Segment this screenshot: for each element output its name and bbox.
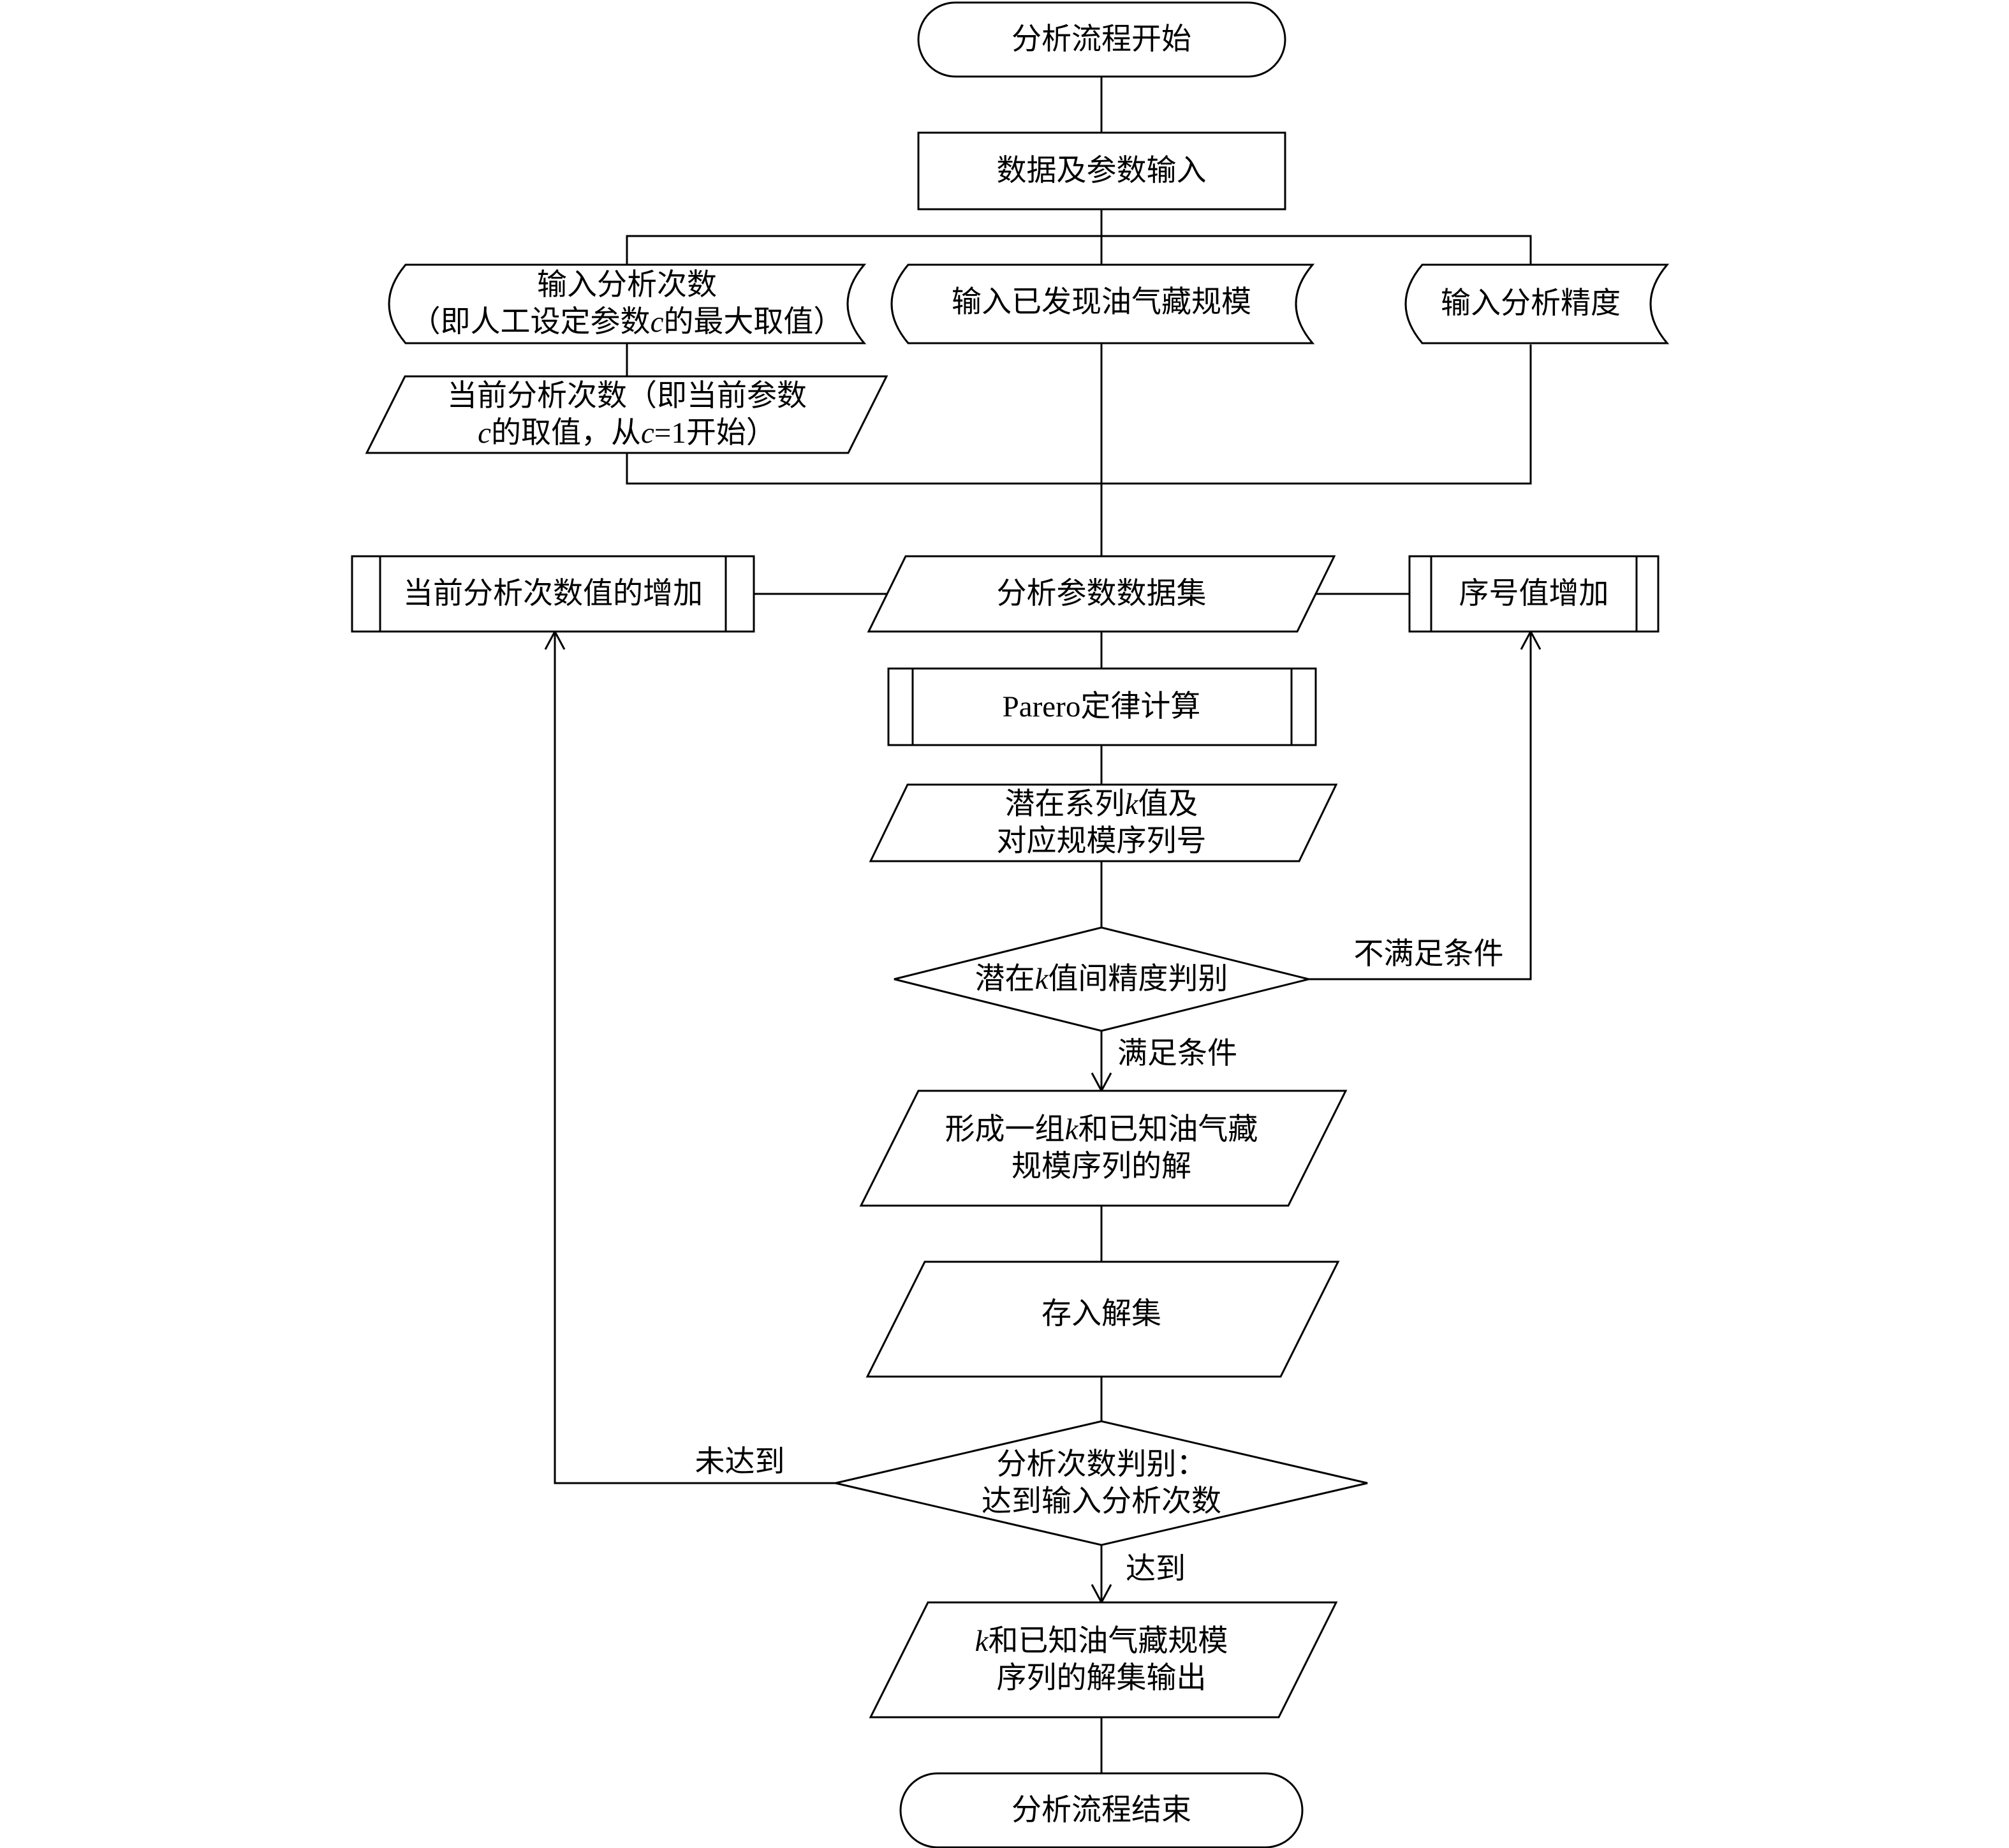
node-label-input_precision: 输入分析精度 — [1441, 287, 1621, 320]
input-count-stored-data — [388, 263, 867, 344]
node-label-start: 分析流程开始 — [1012, 23, 1191, 56]
node-label-potential_k-line-1: 潜在系列k值及 — [1005, 788, 1198, 821]
node-label-pareto_calc: Parero定律计算 — [1003, 690, 1201, 723]
node-label-increase_count: 当前分析次数值的增加 — [403, 577, 703, 610]
store-solution-parallelogram — [865, 1260, 1340, 1378]
edge-label-satisfied: 满足条件 — [1117, 1037, 1237, 1070]
pareto-calc-subprocess — [887, 667, 1317, 746]
potential-k-parallelogram — [869, 783, 1338, 862]
node-label-increase_serial: 序号值增加 — [1459, 577, 1609, 610]
node-label-input_count-line-1: 输入分析次数 — [537, 269, 717, 302]
node-label-count_check-line-1: 分析次数判别： — [997, 1448, 1207, 1481]
increase-serial-subprocess — [1408, 555, 1659, 633]
node-label-output_solutions-line-1: k和已知油气藏规模 — [975, 1625, 1228, 1658]
node-label-output_solutions-line-2: 序列的解集输出 — [997, 1662, 1207, 1695]
node-label-current_count-line-2: c的取值，从c=1开始） — [478, 417, 776, 450]
edge-label-not-satisfied: 不满足条件 — [1354, 938, 1504, 971]
node-label-input_count-line-2: （即人工设定参数c的最大取值） — [411, 306, 844, 339]
node-label-store_solution: 存入解集 — [1041, 1297, 1161, 1331]
node-label-form_solution-line-2: 规模序列的解 — [1012, 1150, 1191, 1183]
form-solution-parallelogram — [859, 1090, 1348, 1207]
node-label-data_input: 数据及参数输入 — [997, 154, 1207, 188]
output-solutions-parallelogram — [869, 1601, 1338, 1719]
increase-count-subprocess — [351, 555, 755, 633]
node-label-input_reservoirs: 输入已发现油气藏规模 — [952, 286, 1251, 319]
edge-label-reached: 达到 — [1126, 1553, 1186, 1586]
input-precision-stored-data — [1404, 263, 1670, 344]
current-count-parallelogram — [365, 375, 888, 454]
end-terminal — [899, 1772, 1304, 1848]
start-terminal — [917, 1, 1286, 78]
node-label-param_dataset: 分析参数数据集 — [997, 577, 1207, 610]
node-label-k_precision_check: 潜在k值间精度判别 — [975, 963, 1228, 996]
input-reservoirs-stored-data — [890, 263, 1315, 344]
node-label-end: 分析流程结束 — [1012, 1794, 1191, 1827]
node-label-count_check-line-2: 达到输入分析次数 — [982, 1485, 1221, 1518]
edge-label-not-reached: 未达到 — [695, 1445, 785, 1479]
node-label-current_count-line-1: 当前分析次数（即当前参数 — [447, 380, 807, 413]
edge-check-not-satisfied — [1309, 632, 1532, 980]
node-label-potential_k-line-2: 对应规模序列号 — [997, 825, 1207, 858]
edge-countcheck-not-reached — [554, 632, 835, 1484]
k-precision-decision — [894, 926, 1309, 1032]
node-label-form_solution-line-1: 形成一组k和已知油气藏 — [945, 1113, 1258, 1146]
count-check-decision — [835, 1420, 1368, 1546]
edge-top-bus — [626, 235, 1532, 265]
data-input-box — [917, 131, 1286, 211]
param-dataset-parallelogram — [867, 555, 1336, 633]
flowchart-shapes — [351, 1, 1670, 1848]
